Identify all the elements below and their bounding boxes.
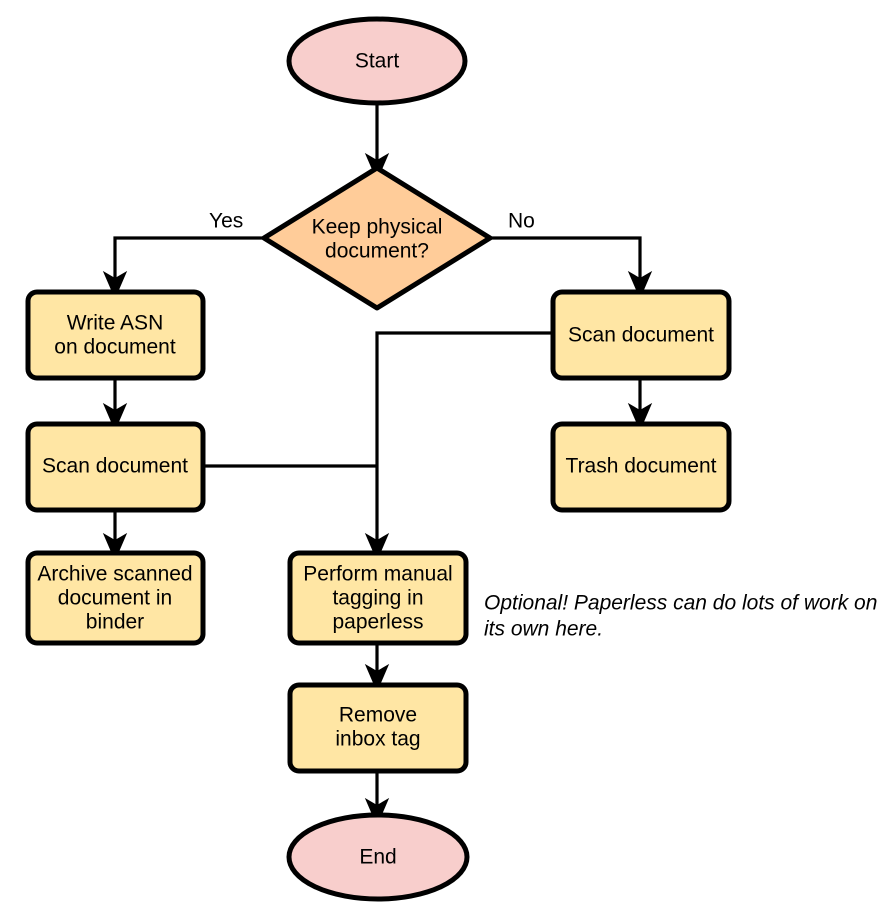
- archive-box-shape: [25, 550, 206, 646]
- node-trash-document[interactable]: Trash document: [550, 421, 732, 513]
- node-decision-keep-physical-document[interactable]: Keep physical document?: [261, 165, 493, 311]
- node-scan-document-left[interactable]: Scan document: [25, 421, 206, 513]
- connector-layer: [102, 101, 653, 827]
- decision-diamond-shape: [261, 165, 493, 311]
- end-ellipse-shape: [286, 812, 470, 902]
- write-asn-box-shape: [25, 289, 206, 381]
- edge-label-yes: Yes: [209, 210, 243, 233]
- node-remove-inbox-tag[interactable]: Remove inbox tag: [287, 682, 469, 774]
- scan-document-right-box-shape: [550, 289, 732, 381]
- annotation-line1: Optional! Paperless can do lots of work …: [484, 592, 877, 615]
- annotation-line2: its own here.: [484, 618, 603, 641]
- write-asn-label-line2: on document: [54, 336, 176, 359]
- trash-document-box-shape: [550, 421, 732, 513]
- node-write-asn-on-document[interactable]: Write ASN on document: [25, 289, 206, 381]
- write-asn-label-line1: Write ASN: [67, 312, 163, 335]
- start-label: Start: [355, 50, 400, 73]
- tagging-box-shape: [287, 550, 469, 646]
- archive-label-line3: binder: [86, 611, 144, 634]
- edge-decision-yes-to-write-asn: [102, 236, 265, 300]
- node-scan-document-right[interactable]: Scan document: [550, 289, 732, 381]
- archive-label-line2: document in: [58, 587, 172, 610]
- decision-label-line1: Keep physical: [312, 216, 443, 239]
- archive-label-line1: Archive scanned: [37, 563, 192, 586]
- decision-label-line2: document?: [325, 240, 429, 263]
- annotation-optional-paperless: Optional! Paperless can do lots of work …: [484, 592, 877, 641]
- start-ellipse-shape: [286, 16, 468, 106]
- node-start[interactable]: Start: [286, 16, 468, 106]
- scan-document-left-box-shape: [25, 421, 206, 513]
- node-perform-manual-tagging[interactable]: Perform manual tagging in paperless: [287, 550, 469, 646]
- trash-document-label: Trash document: [566, 455, 717, 478]
- remove-inbox-label-line1: Remove: [339, 704, 417, 727]
- scan-document-left-label: Scan document: [42, 455, 188, 478]
- tagging-label-line3: paperless: [332, 611, 423, 634]
- remove-inbox-box-shape: [287, 682, 469, 774]
- tagging-label-line1: Perform manual: [303, 563, 452, 586]
- edge-label-no: No: [508, 210, 535, 233]
- node-archive-scanned-document[interactable]: Archive scanned document in binder: [25, 550, 206, 646]
- edge-decision-no-to-scan-right: [489, 236, 653, 300]
- scan-document-right-label: Scan document: [568, 324, 714, 347]
- tagging-label-line2: tagging in: [332, 587, 423, 610]
- end-label: End: [359, 846, 396, 869]
- edge-scan-right-to-tagging: [364, 331, 552, 562]
- node-end[interactable]: End: [286, 812, 470, 902]
- remove-inbox-label-line2: inbox tag: [335, 728, 420, 751]
